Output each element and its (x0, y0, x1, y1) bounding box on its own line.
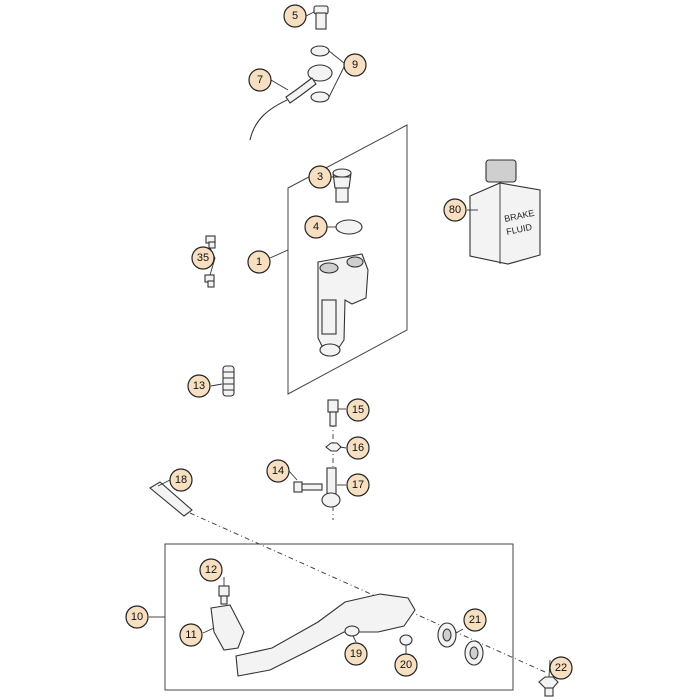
master-cylinder-part (317, 253, 369, 357)
axle-bolt-part (538, 676, 559, 697)
callout-12-label: 12 (205, 564, 217, 576)
o-ring-part (335, 219, 363, 235)
callout-17-label: 17 (352, 479, 364, 491)
clip-part (218, 585, 230, 605)
callout-20-label: 20 (400, 659, 412, 671)
callout-11: 11 (179, 623, 203, 647)
callout-21-label: 21 (469, 614, 481, 626)
callout-13-label: 13 (193, 380, 205, 392)
callout-13: 13 (187, 374, 211, 398)
callout-80: 80 (443, 198, 467, 222)
master-cylinder-frame (287, 124, 408, 395)
callout-22: 22 (549, 656, 573, 680)
callout-19-label: 19 (350, 648, 362, 660)
pedal-pin-part (149, 481, 193, 517)
callout-18-label: 18 (175, 474, 187, 486)
callout-5-label: 5 (292, 10, 298, 22)
washer-part (399, 634, 413, 646)
callout-4-label: 4 (313, 221, 319, 233)
callout-3: 3 (308, 165, 332, 189)
callout-7-label: 7 (257, 74, 263, 86)
callout-11-label: 11 (185, 629, 196, 641)
brake-line-part (249, 64, 333, 141)
callout-14: 14 (266, 459, 290, 483)
brake-fluid-bottle-part: BRAKE FLUID (469, 159, 541, 265)
callout-22-label: 22 (555, 662, 567, 674)
callout-35-label: 35 (197, 252, 209, 264)
pedal-tip-part (210, 604, 245, 651)
leader-lines (149, 11, 551, 678)
callout-4: 4 (304, 215, 328, 239)
reservoir-connector-part (332, 168, 352, 203)
callout-10: 10 (125, 605, 149, 629)
assembly-axis-line (189, 512, 546, 673)
spring-part (222, 365, 235, 397)
seal-rings-part (310, 45, 330, 103)
callout-35: 35 (191, 246, 215, 270)
sleeve-part (344, 625, 360, 637)
callout-17: 17 (346, 473, 370, 497)
bolt-part (293, 481, 323, 493)
nut-part (325, 442, 342, 452)
screws-part (204, 235, 216, 288)
callout-18: 18 (169, 468, 193, 492)
clevis-part (321, 467, 341, 508)
piston-rod-part (327, 399, 339, 427)
callout-14-label: 14 (272, 465, 284, 477)
bleed-screw-part (313, 5, 329, 30)
callout-5: 5 (283, 4, 307, 28)
bearings-part (437, 622, 484, 666)
callout-1-label: 1 (256, 256, 262, 268)
callout-15-label: 15 (352, 404, 364, 416)
callout-9-label: 9 (352, 59, 358, 71)
callout-20: 20 (394, 653, 418, 677)
callout-16-label: 16 (352, 442, 364, 454)
callout-19: 19 (344, 642, 368, 666)
callout-7: 7 (248, 68, 272, 92)
callout-9: 9 (343, 53, 367, 77)
callout-15: 15 (346, 398, 370, 422)
callout-10-label: 10 (131, 611, 143, 623)
callout-12: 12 (199, 558, 223, 582)
callout-16: 16 (346, 436, 370, 460)
callout-80-label: 80 (449, 204, 461, 216)
brake-pedal-arm-part (235, 593, 416, 677)
callout-3-label: 3 (317, 171, 323, 183)
callout-1: 1 (247, 250, 271, 274)
callout-21: 21 (463, 608, 487, 632)
